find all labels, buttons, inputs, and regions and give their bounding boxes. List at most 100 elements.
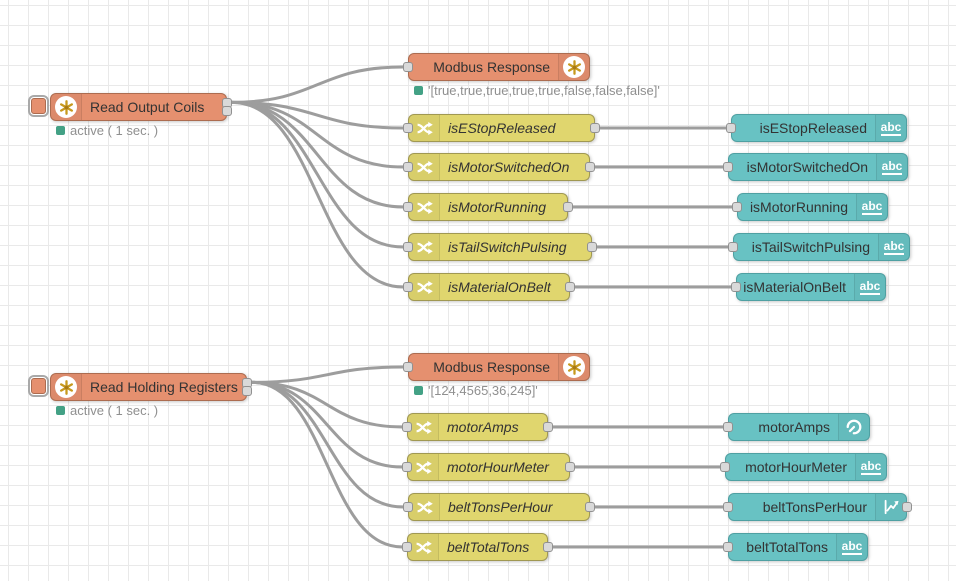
node-chEStop[interactable]: isEStopReleased	[403, 114, 600, 142]
shuffle-icon	[415, 460, 432, 474]
icon-area	[409, 234, 440, 260]
output-port[interactable]	[565, 282, 575, 292]
output-port[interactable]	[565, 462, 575, 472]
icon-area	[51, 374, 82, 400]
status-dot-icon	[56, 406, 65, 415]
node-chHour[interactable]: motorHourMeter	[402, 453, 575, 481]
wire[interactable]	[230, 100, 405, 130]
input-port[interactable]	[403, 502, 413, 512]
input-port[interactable]	[403, 362, 413, 372]
input-port[interactable]	[403, 202, 413, 212]
abc-icon: abc	[861, 198, 883, 215]
status-text: '[124,4565,36,245]'	[428, 383, 538, 398]
modbus-asterisk-icon	[563, 356, 585, 378]
node-label: isMaterialOnBelt	[743, 279, 846, 295]
output-port[interactable]	[590, 123, 600, 133]
shuffle-icon	[416, 240, 433, 254]
node-mbResp1[interactable]: Modbus Response	[403, 53, 590, 81]
wire[interactable]	[250, 380, 404, 549]
icon-area	[409, 494, 440, 520]
node-label: beltTonsPerHour	[448, 499, 553, 515]
output-port[interactable]	[585, 162, 595, 172]
output-port[interactable]	[902, 502, 912, 512]
input-port[interactable]	[723, 502, 733, 512]
shuffle-icon	[415, 420, 432, 434]
icon-area	[51, 94, 82, 120]
wire[interactable]	[230, 100, 405, 169]
node-uiTons[interactable]: beltTonsPerHour	[723, 493, 912, 521]
abc-icon: abc	[883, 238, 905, 255]
input-port[interactable]	[403, 242, 413, 252]
output-port[interactable]	[587, 242, 597, 252]
node-uiAmps[interactable]: motorAmps	[723, 413, 870, 441]
node-label: isMotorSwitchedOn	[746, 159, 868, 175]
node-chMotorRun[interactable]: isMotorRunning	[403, 193, 573, 221]
node-label: isTailSwitchPulsing	[448, 239, 567, 255]
icon-area	[409, 154, 440, 180]
inject-button[interactable]	[28, 375, 49, 397]
wire[interactable]	[230, 100, 405, 209]
icon-area: abc	[836, 534, 867, 560]
output-port[interactable]	[222, 106, 232, 117]
inject-button-face	[31, 378, 46, 394]
input-port[interactable]	[731, 282, 741, 292]
wire[interactable]	[250, 365, 405, 384]
wire[interactable]	[250, 380, 405, 509]
node-mbResp2[interactable]: Modbus Response	[403, 353, 590, 381]
input-port[interactable]	[403, 123, 413, 133]
input-port[interactable]	[720, 462, 730, 472]
wire[interactable]	[250, 380, 404, 469]
output-port[interactable]	[242, 386, 252, 397]
output-port[interactable]	[543, 542, 553, 552]
input-port[interactable]	[402, 542, 412, 552]
node-label: isMotorRunning	[749, 199, 848, 215]
node-chTail[interactable]: isTailSwitchPulsing	[403, 233, 597, 261]
shuffle-icon	[416, 500, 433, 514]
icon-area	[408, 454, 439, 480]
output-port[interactable]	[563, 202, 573, 212]
input-port[interactable]	[728, 242, 738, 252]
input-port[interactable]	[723, 422, 733, 432]
node-chAmps[interactable]: motorAmps	[402, 413, 553, 441]
node-chMaterial[interactable]: isMaterialOnBelt	[403, 273, 575, 301]
input-port[interactable]	[732, 202, 742, 212]
icon-area	[409, 194, 440, 220]
icon-area: abc	[856, 194, 887, 220]
node-status: '[124,4565,36,245]'	[414, 384, 538, 397]
status-dot-icon	[56, 126, 65, 135]
icon-area	[558, 54, 589, 80]
input-port[interactable]	[723, 162, 733, 172]
input-port[interactable]	[403, 282, 413, 292]
node-chMotorSw[interactable]: isMotorSwitchedOn	[403, 153, 595, 181]
node-readCoils[interactable]: Read Output Coils	[28, 93, 232, 121]
status-text: active ( 1 sec. )	[70, 403, 159, 418]
icon-area	[558, 354, 589, 380]
input-port[interactable]	[723, 542, 733, 552]
node-readHolding[interactable]: Read Holding Registers	[28, 373, 252, 401]
output-port[interactable]	[543, 422, 553, 432]
output-port[interactable]	[585, 502, 595, 512]
inject-button[interactable]	[28, 95, 49, 117]
input-port[interactable]	[403, 162, 413, 172]
input-port[interactable]	[403, 62, 413, 72]
node-uiMotorRun[interactable]: isMotorRunning abc	[732, 193, 888, 221]
wire[interactable]	[230, 100, 405, 289]
modbus-asterisk-icon	[55, 376, 77, 398]
node-chTons[interactable]: beltTonsPerHour	[403, 493, 595, 521]
input-port[interactable]	[726, 123, 736, 133]
node-chTotal[interactable]: beltTotalTons	[402, 533, 553, 561]
input-port[interactable]	[402, 462, 412, 472]
node-label: isMaterialOnBelt	[448, 279, 551, 295]
input-port[interactable]	[402, 422, 412, 432]
shuffle-icon	[416, 200, 433, 214]
wire[interactable]	[230, 65, 405, 104]
status-dot-icon	[414, 86, 423, 95]
